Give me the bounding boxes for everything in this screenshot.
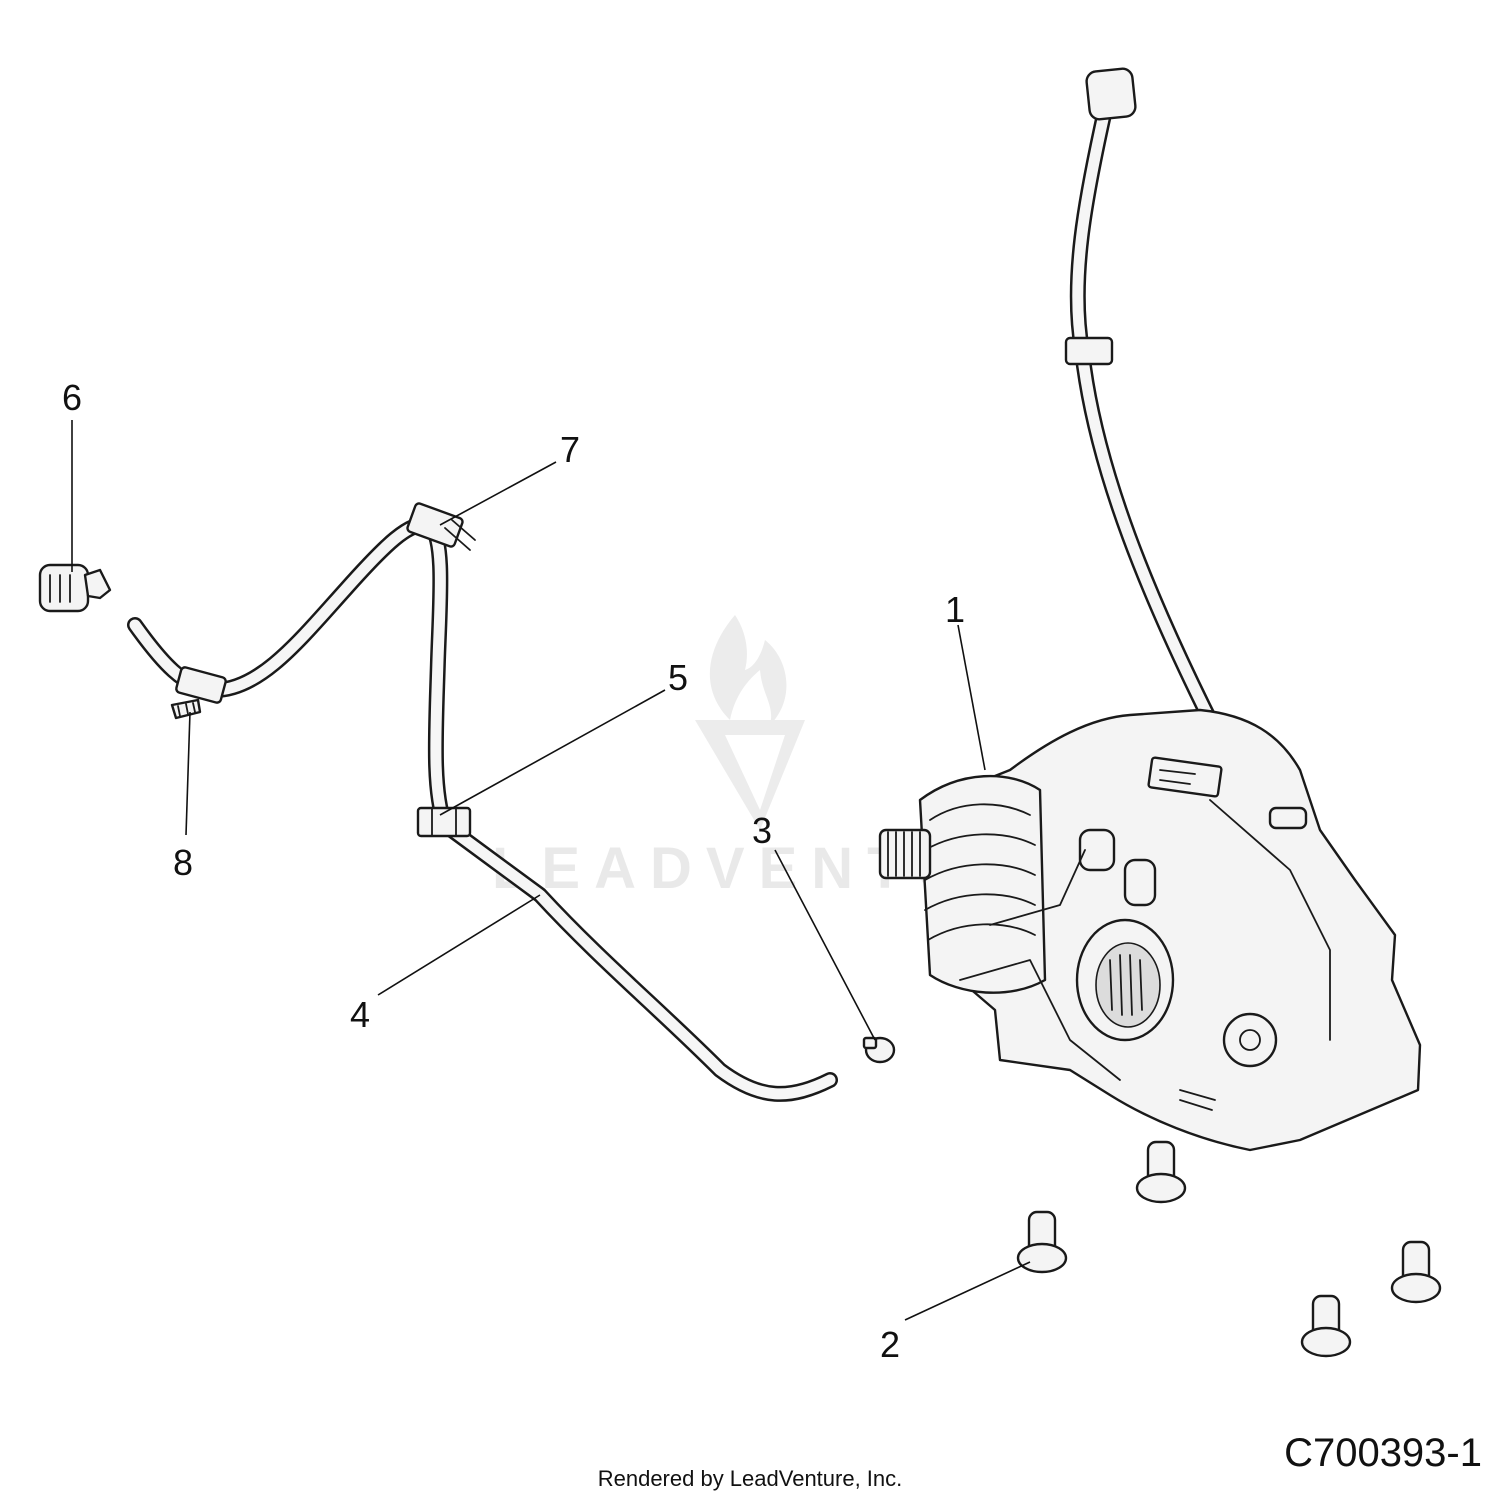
callout-7: 7 [560,429,580,470]
callout-1: 1 [945,589,965,630]
diagram-id-label: C700393-1 [1284,1431,1482,1475]
callout-4: 4 [350,994,370,1035]
bolt-c [1390,1240,1442,1304]
leader-7 [439,461,557,526]
callout-8: 8 [173,842,193,883]
hose-clip-5 [416,806,472,838]
mounting-bolts [1016,1140,1442,1358]
callout-numbers: 1 2 3 4 5 6 7 8 [62,377,965,1365]
leader-3 [774,849,876,1041]
leader-5 [439,689,666,816]
bolt-a [1135,1140,1187,1204]
render-credit: Rendered by LeadVenture, Inc. [597,1466,903,1491]
vent-fitting [38,563,112,613]
hose-clip-7 [406,502,476,551]
vent-hose [127,516,838,1102]
leader-4 [377,894,541,996]
bolt-b [1016,1210,1068,1274]
leader-1 [957,624,986,771]
callout-6: 6 [62,377,82,418]
front-gearcase [878,67,1422,1152]
callout-3: 3 [752,810,772,851]
callout-2: 2 [880,1324,900,1365]
leader-8 [185,711,191,836]
callout-5: 5 [668,657,688,698]
hose-clamp [862,1036,896,1064]
leader-2 [904,1261,1031,1321]
bolt-d [1300,1294,1352,1358]
push-rivet [170,666,227,720]
leader-lines [71,420,1031,1321]
